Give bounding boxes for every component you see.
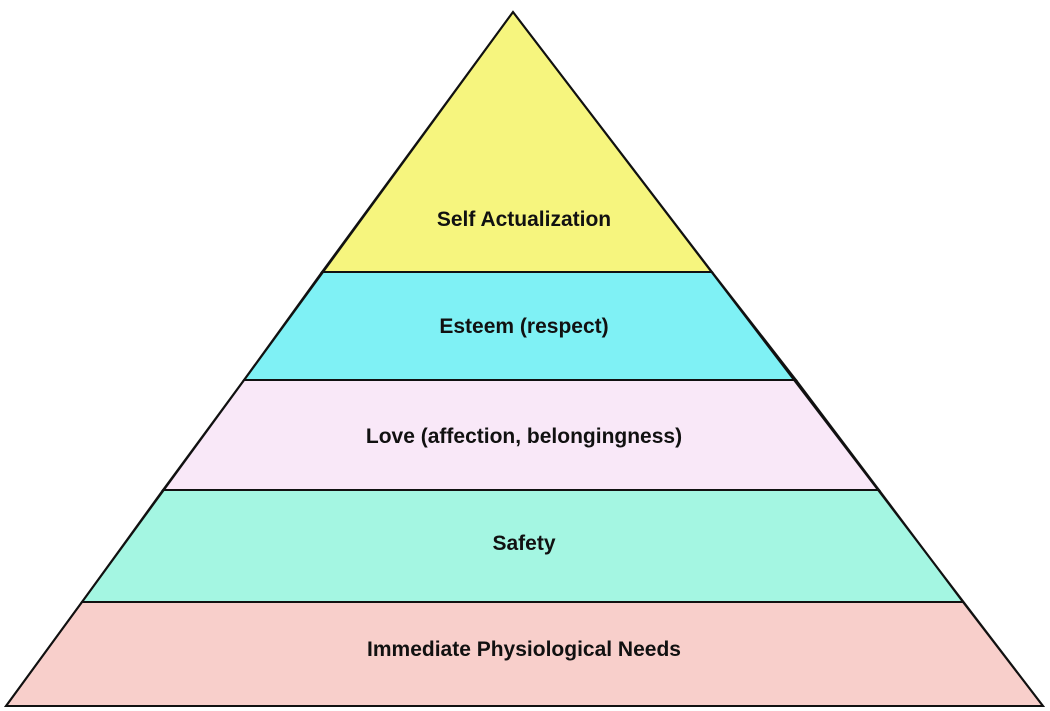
tier-label-love: Love (affection, belongingness): [366, 425, 682, 448]
tier-label-esteem: Esteem (respect): [439, 315, 608, 338]
tier-label-safety: Safety: [492, 532, 555, 555]
pyramid-outline: [4, 10, 1046, 707]
tier-self-actualization: [320, 10, 715, 273]
tier-label-self-actualization: Self Actualization: [437, 208, 611, 231]
tier-label-physiological: Immediate Physiological Needs: [367, 638, 681, 661]
